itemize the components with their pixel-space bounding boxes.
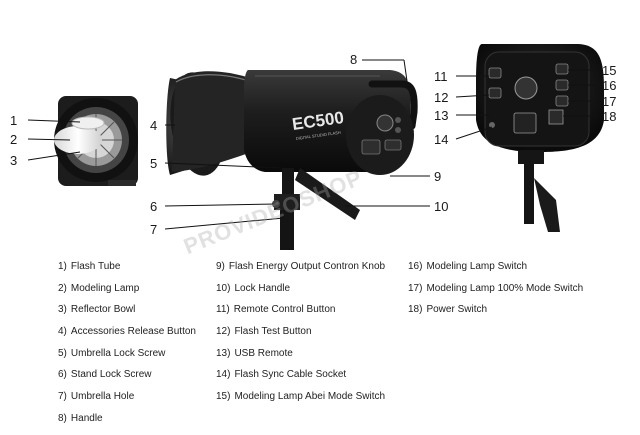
legend-item: 1)Flash Tube bbox=[58, 261, 121, 272]
callout-3: 3 bbox=[10, 153, 18, 168]
flash-tube-closeup bbox=[71, 116, 105, 130]
callout-18: 18 bbox=[602, 109, 617, 124]
callout-13: 13 bbox=[434, 108, 449, 123]
callout-14: 14 bbox=[434, 132, 449, 147]
legend-item: 11)Remote Control Button bbox=[216, 304, 336, 316]
modeling-lamp-closeup bbox=[54, 126, 102, 154]
callout-4: 4 bbox=[150, 118, 158, 133]
leader-5 bbox=[164, 162, 283, 169]
legend-item: 4)Accessories Release Button bbox=[58, 326, 196, 338]
legend-item: 2)Modeling Lamp bbox=[58, 282, 140, 294]
energy-knob bbox=[376, 114, 394, 132]
callout-17: 17 bbox=[602, 94, 617, 109]
legend-item: 15)Modeling Lamp Abei Mode Switch bbox=[216, 391, 386, 403]
leader-1 bbox=[27, 119, 81, 123]
callout-6: 6 bbox=[150, 199, 158, 214]
callout-15: 15 bbox=[602, 63, 617, 78]
legend-item: 5)Umbrella Lock Screw bbox=[58, 347, 166, 359]
flash-unit-back bbox=[476, 44, 604, 232]
leader-14 bbox=[455, 126, 493, 140]
legend-item: 10)Lock Handle bbox=[216, 282, 291, 294]
callout-12: 12 bbox=[434, 90, 449, 105]
leader-8b bbox=[403, 59, 409, 89]
model-sublabel: DIGITAL STUDIO FLASH bbox=[295, 130, 341, 141]
back-knob bbox=[514, 76, 538, 100]
legend-item: 9)Flash Energy Output Contron Knob bbox=[216, 261, 386, 272]
callout-10: 10 bbox=[434, 199, 449, 214]
stand-mount bbox=[280, 210, 294, 250]
power-switch-shape bbox=[548, 109, 564, 125]
legend-item: 13)USB Remote bbox=[216, 347, 293, 359]
bracket bbox=[282, 168, 294, 194]
handle-shape bbox=[368, 80, 418, 130]
leader-7 bbox=[164, 217, 285, 230]
leader-lines bbox=[27, 59, 598, 230]
leader-6 bbox=[164, 203, 277, 207]
callout-1: 1 bbox=[10, 113, 18, 128]
legend-item: 18)Power Switch bbox=[408, 304, 488, 316]
legend-column-2: 9)Flash Energy Output Contron Knob 10)Lo… bbox=[216, 261, 385, 413]
legend-item: 3)Reflector Bowl bbox=[58, 304, 136, 316]
flash-unit-side bbox=[166, 70, 418, 250]
leader-2 bbox=[27, 138, 71, 141]
callout-9: 9 bbox=[434, 169, 442, 184]
callout-2: 2 bbox=[10, 132, 18, 147]
legend-item: 16)Modeling Lamp Switch bbox=[408, 261, 528, 272]
callout-11: 11 bbox=[434, 69, 448, 84]
leader-12 bbox=[455, 94, 490, 98]
callout-16: 16 bbox=[602, 78, 617, 93]
callout-8: 8 bbox=[350, 52, 358, 67]
front-closeup bbox=[54, 96, 138, 186]
lock-handle-shape bbox=[295, 168, 360, 220]
leader-3 bbox=[27, 151, 81, 161]
legend-item: 6)Stand Lock Screw bbox=[58, 369, 152, 381]
legend-item: 12)Flash Test Button bbox=[216, 326, 312, 338]
legend-column-3: 16)Modeling Lamp Switch 17)Modeling Lamp… bbox=[408, 261, 583, 326]
legend-item: 8)Handle bbox=[58, 412, 103, 424]
callout-7: 7 bbox=[150, 222, 158, 237]
legend-item: 17)Modeling Lamp 100% Mode Switch bbox=[408, 282, 584, 294]
callout-5: 5 bbox=[150, 156, 158, 171]
power-socket bbox=[513, 112, 537, 134]
legend-item: 14)Flash Sync Cable Socket bbox=[216, 369, 347, 381]
legend-item: 7)Umbrella Hole bbox=[58, 391, 135, 403]
legend-column-1: 1)Flash Tube 2)Modeling Lamp 3)Reflector… bbox=[58, 261, 196, 435]
